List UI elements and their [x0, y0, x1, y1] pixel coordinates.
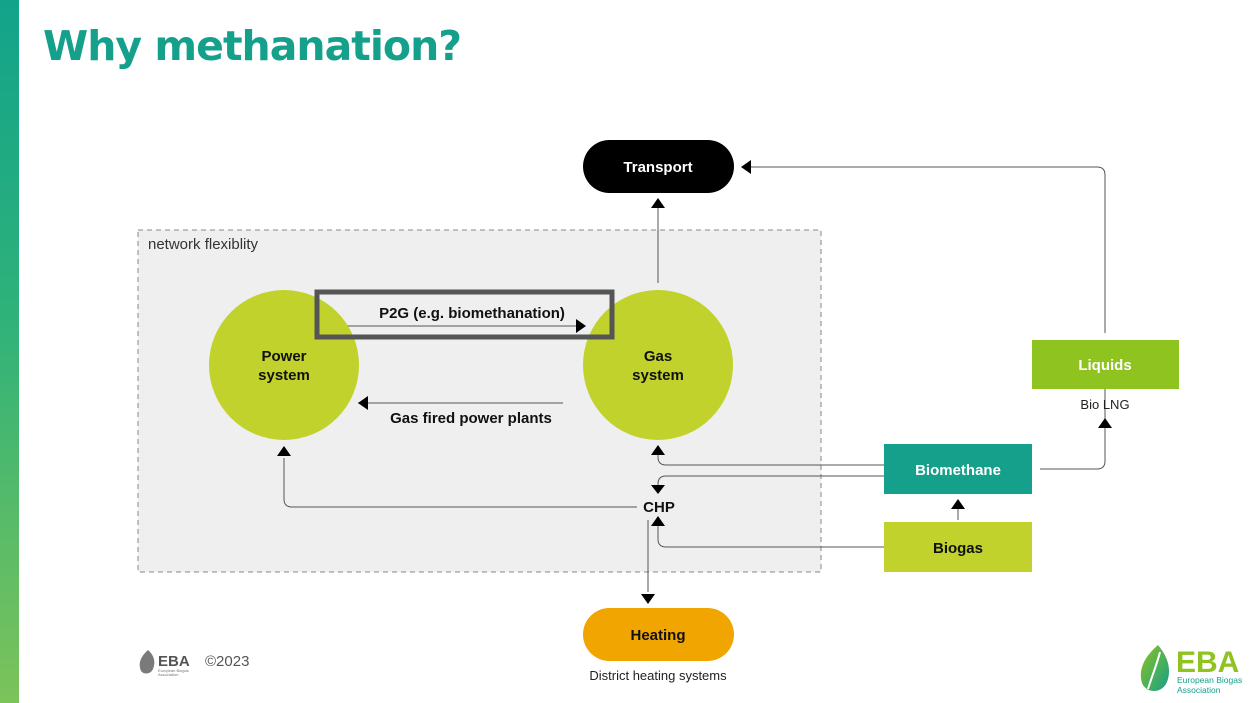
eba-large-name-line1: European Biogas — [1177, 675, 1242, 685]
liquids-to-transport-line — [750, 166, 1106, 333]
arrow-heads — [277, 160, 1112, 604]
district-heating-label: District heating systems — [589, 668, 727, 683]
liquids-node — [1032, 340, 1179, 389]
eba-logo-large: EBA European Biogas Association — [1140, 645, 1242, 695]
biogas-label: Biogas — [933, 540, 983, 557]
leaf-icon — [139, 650, 155, 674]
accent-side-bar — [0, 0, 19, 703]
arrow-up-liquids-icon — [1098, 418, 1112, 428]
arrow-up-biomethane-icon — [951, 499, 965, 509]
connector-lines — [283, 166, 1106, 592]
arrow-down-heating-icon — [641, 594, 655, 604]
heating-node — [583, 608, 734, 661]
transport-label: Transport — [623, 159, 692, 176]
eba-small-name-line2: Association — [158, 672, 178, 676]
leaf-vein-icon — [1147, 651, 1161, 690]
arrow-down-chp-icon — [651, 485, 665, 494]
arrow-up-chp-icon — [651, 516, 665, 526]
bio-lng-label: Bio LNG — [1080, 397, 1129, 412]
biomethane-to-liquids-line — [1040, 428, 1106, 470]
heating-label: Heating — [630, 627, 685, 644]
biomethane-label: Biomethane — [915, 462, 1001, 479]
power-system-label-line2: system — [258, 367, 310, 384]
biomethane-to-chp-line — [657, 475, 884, 487]
arrow-left-power-icon — [358, 396, 368, 410]
power-system-node — [209, 290, 359, 440]
eba-logo-small: EBA European Biogas Association — [139, 650, 190, 676]
arrow-up-gas-icon — [651, 445, 665, 455]
gas-system-label-line1: Gas — [644, 348, 672, 365]
gas-system-label-line2: system — [632, 367, 684, 384]
arrow-left-transport-icon — [741, 160, 751, 174]
gas-system-node — [583, 290, 733, 440]
biogas-node — [884, 522, 1032, 572]
gas-fired-label: Gas fired power plants — [390, 410, 552, 427]
biomethane-to-gas-line — [657, 455, 884, 466]
liquids-label: Liquids — [1078, 357, 1131, 374]
p2g-highlight-box — [314, 289, 615, 340]
arrow-up-power-icon — [277, 446, 291, 456]
biomethane-node — [884, 444, 1032, 494]
biogas-to-chp-line — [657, 526, 884, 548]
arrow-up-transport-icon — [651, 198, 665, 208]
eba-large-name-line2: Association — [1177, 685, 1221, 695]
chp-to-power-line — [283, 458, 637, 508]
eba-large-abbr: EBA — [1176, 646, 1239, 679]
eba-small-abbr: EBA — [158, 653, 190, 670]
eba-small-name-line1: European Biogas — [158, 668, 189, 673]
power-system-label-line1: Power — [261, 348, 306, 365]
transport-node — [583, 140, 734, 193]
p2g-label: P2G (e.g. biomethanation) — [379, 305, 565, 322]
arrow-right-gas-icon — [576, 319, 586, 333]
slide-title: Why methanation? — [43, 22, 462, 70]
chp-label: CHP — [643, 499, 675, 516]
network-flexibility-label: network flexiblity — [148, 236, 259, 253]
copyright-text: ©2023 — [205, 653, 250, 670]
